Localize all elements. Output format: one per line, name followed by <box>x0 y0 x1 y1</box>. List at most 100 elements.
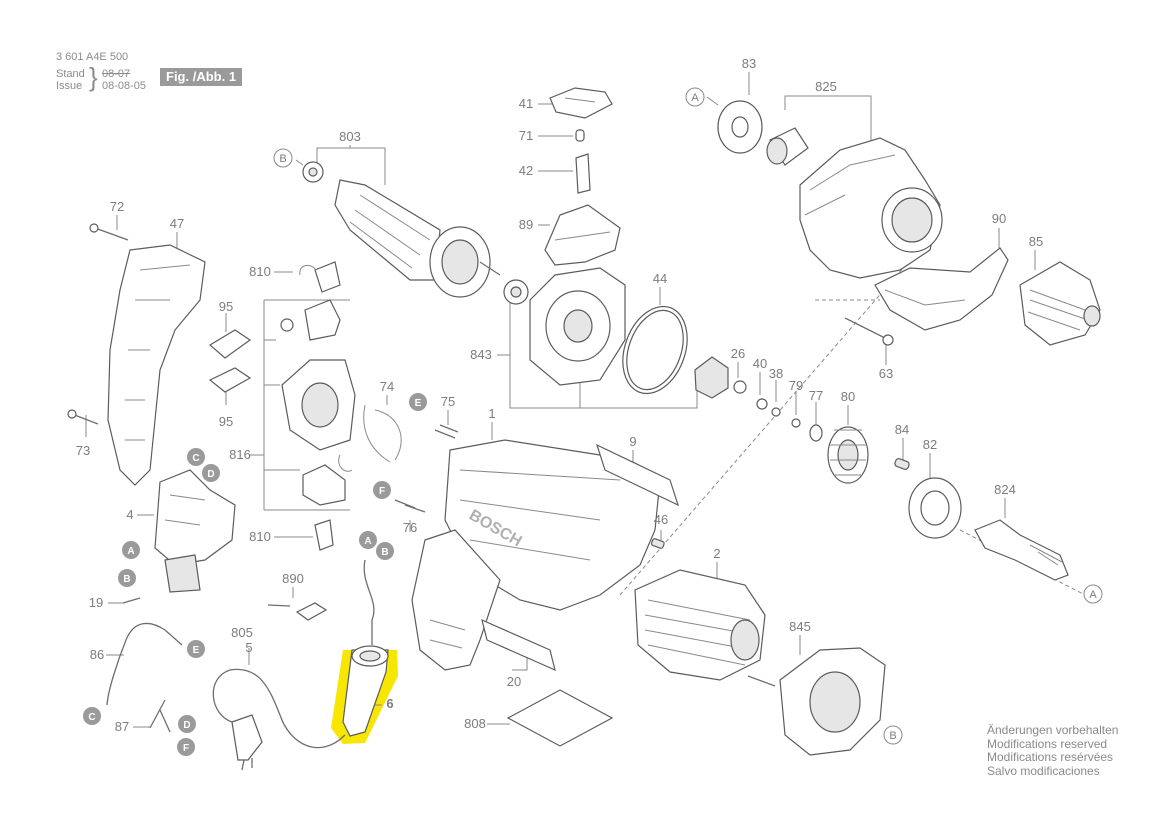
connector-e-label: E <box>193 645 200 656</box>
part-number-9: 9 <box>629 434 636 449</box>
connector-a-circle <box>359 531 377 549</box>
connector-b-label: B <box>123 574 130 585</box>
part-number-1: 1 <box>488 406 495 421</box>
connector-a-label: A <box>127 546 134 557</box>
part-80-gear <box>827 426 869 484</box>
connector-d-label: D <box>207 469 214 480</box>
part-816-brush-plate <box>281 359 356 451</box>
connector-f-label: F <box>379 486 385 497</box>
part-19-screw <box>122 597 141 604</box>
part-6-cord-guard <box>342 559 389 737</box>
part-number-95: 95 <box>219 299 233 314</box>
part-89-cover <box>544 204 621 266</box>
gear-housing <box>799 137 943 279</box>
part-number-825: 825 <box>815 79 837 94</box>
part-number-20: 20 <box>507 674 521 689</box>
part-890-cord-clamp <box>267 602 328 621</box>
part-number-5: 5 <box>245 640 252 655</box>
part-73-screw <box>67 409 99 425</box>
part-number-80: 80 <box>841 389 855 404</box>
part-71-spring <box>575 129 585 142</box>
connector-a-label: A <box>1089 589 1097 601</box>
connector-c-circle <box>83 707 101 725</box>
note-de: Änderungen vorbehalten <box>987 723 1119 737</box>
part-number-810: 810 <box>249 529 271 544</box>
part-82-bearing-ring <box>908 477 962 539</box>
part-803-armature <box>302 161 529 305</box>
part-number-79: 79 <box>789 378 803 393</box>
old-date: 08-07 <box>102 68 131 80</box>
part-84-pin <box>894 458 910 470</box>
connector-e-circle <box>187 640 205 658</box>
part-72-screw <box>89 223 129 241</box>
part-4-switch <box>154 469 236 593</box>
issue-date: 08-08-05 <box>102 80 147 92</box>
part-825-needle-bearing <box>766 127 809 166</box>
part-number: 3 601 A4E 500 <box>56 51 129 63</box>
part-number-2: 2 <box>713 546 720 561</box>
connector-a-circle <box>1083 584 1103 604</box>
part-number-77: 77 <box>809 388 823 403</box>
part-number-84: 84 <box>895 422 909 437</box>
note-fr: Modifications resérvées <box>987 750 1114 765</box>
connector-d-circle <box>202 464 220 482</box>
connector-b-label: B <box>889 730 896 742</box>
part-number-816: 816 <box>229 447 251 462</box>
part-number-76: 76 <box>403 520 417 535</box>
part-number-26: 26 <box>731 346 745 361</box>
part-number-808: 808 <box>464 716 486 731</box>
part-86-cable <box>106 622 183 706</box>
connector-a-circle <box>685 87 705 107</box>
issue-label: Issue <box>56 80 83 92</box>
part-number-824: 824 <box>994 482 1016 497</box>
part-number-83: 83 <box>742 56 756 71</box>
part-824-spindle <box>974 519 1069 581</box>
part-44-o-ring <box>622 305 688 395</box>
note-es: Salvo modificaciones <box>987 763 1100 778</box>
connector-b-circle <box>118 569 136 587</box>
part-75-terminals <box>434 424 459 439</box>
part-number-71: 71 <box>519 128 533 143</box>
part-number-85: 85 <box>1029 234 1043 249</box>
footer-notes: Änderungen vorbehalten Modifications res… <box>987 723 1119 778</box>
part-number-73: 73 <box>76 443 90 458</box>
part-843-housing-plate <box>529 267 626 386</box>
stand-label: Stand <box>56 68 85 80</box>
connector-a-circle <box>122 541 140 559</box>
part-810-brush-bottom <box>302 464 346 506</box>
connector-b-circle <box>376 542 394 560</box>
part-number-95: 95 <box>219 414 233 429</box>
connector-b-circle <box>883 725 903 745</box>
brace-icon: } <box>89 62 98 92</box>
part-5-power-cord <box>212 668 346 771</box>
part-1-motor-housing: BOSCH <box>411 439 661 671</box>
part-number-42: 42 <box>519 163 533 178</box>
part-810-brush-top <box>299 261 341 293</box>
connector-e-circle <box>409 393 427 411</box>
figure-badge: Fig. /Abb. 1 <box>160 68 243 86</box>
part-number-74: 74 <box>380 379 394 394</box>
part-76-terminals <box>394 499 426 513</box>
part-844-brush-holder <box>280 299 341 341</box>
part-42-insert <box>575 153 591 194</box>
part-number-82: 82 <box>923 437 937 452</box>
part-63-screw <box>844 317 894 346</box>
part-845-end-plate <box>747 647 886 756</box>
part-number-87: 87 <box>115 719 129 734</box>
part-number-890: 890 <box>282 571 304 586</box>
part-41-slider <box>549 87 613 119</box>
part-2-field-coil <box>634 569 766 681</box>
connector-e-label: E <box>415 398 422 409</box>
part-number-72: 72 <box>110 199 124 214</box>
part-number-75: 75 <box>441 394 455 409</box>
part-number-843: 843 <box>470 347 492 362</box>
part-number-4: 4 <box>126 507 133 522</box>
part-number-805: 805 <box>231 625 253 640</box>
connector-a-label: A <box>691 92 699 104</box>
part-number-47: 47 <box>170 216 184 231</box>
part-number-90: 90 <box>992 211 1006 226</box>
part-number-803: 803 <box>339 129 361 144</box>
connector-c-label: C <box>192 453 199 464</box>
part-46-screw <box>650 538 665 549</box>
